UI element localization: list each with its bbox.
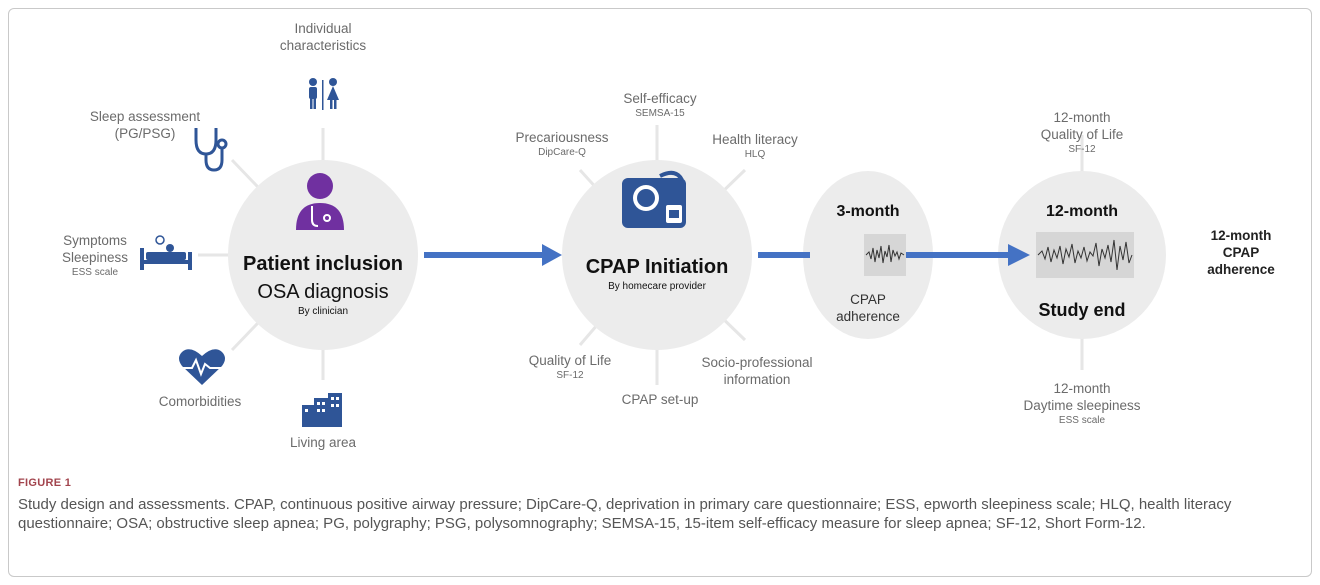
inclusion-title: Patient inclusion — [242, 253, 404, 275]
label-self-efficacy-text: Self-efficacy — [623, 91, 697, 106]
buildings-icon — [302, 393, 342, 427]
people-icon — [309, 78, 339, 110]
label-12m-qol-sub: SF-12 — [1068, 144, 1096, 155]
figure-label: FIGURE 1 — [18, 477, 72, 489]
final-adherence-label: 12-month CPAP adherence — [1207, 228, 1275, 277]
label-symptoms-sub: ESS scale — [71, 267, 119, 278]
label-12m-qol-text: 12-month Quality of Life — [1040, 110, 1124, 142]
label-health-literacy-sub: HLQ — [744, 149, 766, 160]
month12-title: 12-month — [1046, 203, 1118, 220]
bed-icon — [140, 235, 192, 270]
label-precariousness-sub: DipCare-Q — [538, 147, 586, 158]
heart-icon — [179, 349, 225, 385]
figure-frame — [8, 8, 1312, 577]
label-12m-sleepiness-sub: ESS scale — [1058, 415, 1106, 426]
timeline-arrows — [424, 244, 1030, 266]
label-individual: Individual characteristics — [279, 21, 367, 53]
stethoscope-icon — [194, 128, 228, 172]
label-living: Living area — [289, 435, 357, 450]
inclusion-note: By clinician — [297, 306, 349, 317]
month3-label: CPAP adherence — [836, 292, 900, 324]
label-comorbidities: Comorbidities — [158, 394, 242, 409]
label-health-literacy-text: Health literacy — [712, 132, 798, 147]
arrow-2-shaft — [758, 252, 810, 258]
month12-subtitle: Study end — [1038, 300, 1126, 320]
arrow-1-shaft — [424, 252, 546, 258]
arrow-1-head — [542, 244, 562, 266]
cpap-device-icon — [622, 170, 686, 228]
arrow-3-head — [1008, 244, 1030, 266]
doctor-icon — [296, 173, 344, 230]
month3-title: 3-month — [836, 203, 900, 220]
figure-caption: Study design and assessments. CPAP, cont… — [18, 496, 1232, 532]
signal-12m — [1036, 232, 1134, 278]
signal-3m — [864, 234, 906, 276]
inclusion-node — [228, 160, 418, 350]
label-socio: Socio-professional information — [701, 355, 813, 387]
inclusion-subtitle: OSA diagnosis — [257, 281, 389, 303]
initiation-note: By homecare provider — [608, 281, 706, 292]
initiation-title: CPAP Initiation — [585, 256, 729, 278]
arrow-3-shaft — [905, 252, 1009, 258]
label-qol-sub: SF-12 — [556, 370, 584, 381]
label-12m-sleepiness-text: 12-month Daytime sleepiness — [1023, 381, 1141, 413]
label-self-efficacy-sub: SEMSA-15 — [635, 108, 685, 119]
label-symptoms-text: Symptoms Sleepiness — [61, 233, 129, 265]
study-diagram — [140, 78, 1166, 427]
label-sleep: Sleep assessment (PG/PSG) — [89, 109, 201, 141]
label-setup: CPAP set-up — [621, 392, 699, 407]
initiation-node — [562, 160, 752, 350]
label-qol-text: Quality of Life — [528, 353, 612, 368]
label-precariousness-text: Precariousness — [515, 130, 609, 145]
